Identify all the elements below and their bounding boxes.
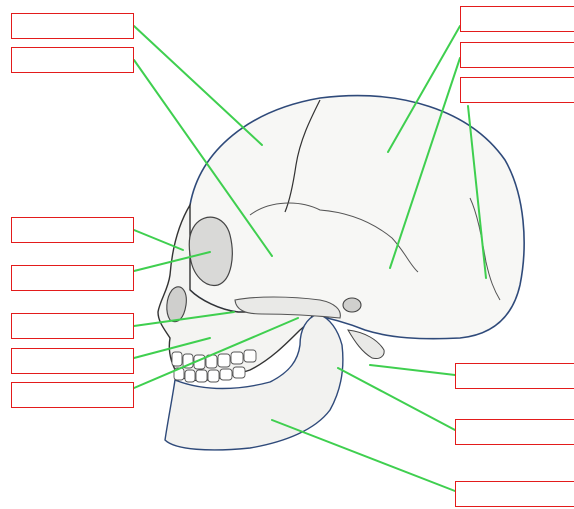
leader-line-right-4 xyxy=(370,365,455,375)
leader-line-right-6 xyxy=(272,420,455,491)
leader-line-right-5 xyxy=(338,368,455,430)
label-box-left-7[interactable] xyxy=(11,382,134,408)
label-box-right-3[interactable] xyxy=(460,77,574,103)
leader-line-left-1 xyxy=(134,26,262,145)
label-box-left-3[interactable] xyxy=(11,217,134,243)
label-box-left-6[interactable] xyxy=(11,348,134,374)
ear-opening xyxy=(343,298,361,312)
label-box-right-6[interactable] xyxy=(455,481,574,507)
label-box-left-1[interactable] xyxy=(11,13,134,39)
label-box-left-2[interactable] xyxy=(11,47,134,73)
label-box-right-5[interactable] xyxy=(455,419,574,445)
label-box-left-4[interactable] xyxy=(11,265,134,291)
label-box-right-1[interactable] xyxy=(460,6,574,32)
label-box-right-4[interactable] xyxy=(455,363,574,389)
label-box-right-2[interactable] xyxy=(460,42,574,68)
label-box-left-5[interactable] xyxy=(11,313,134,339)
